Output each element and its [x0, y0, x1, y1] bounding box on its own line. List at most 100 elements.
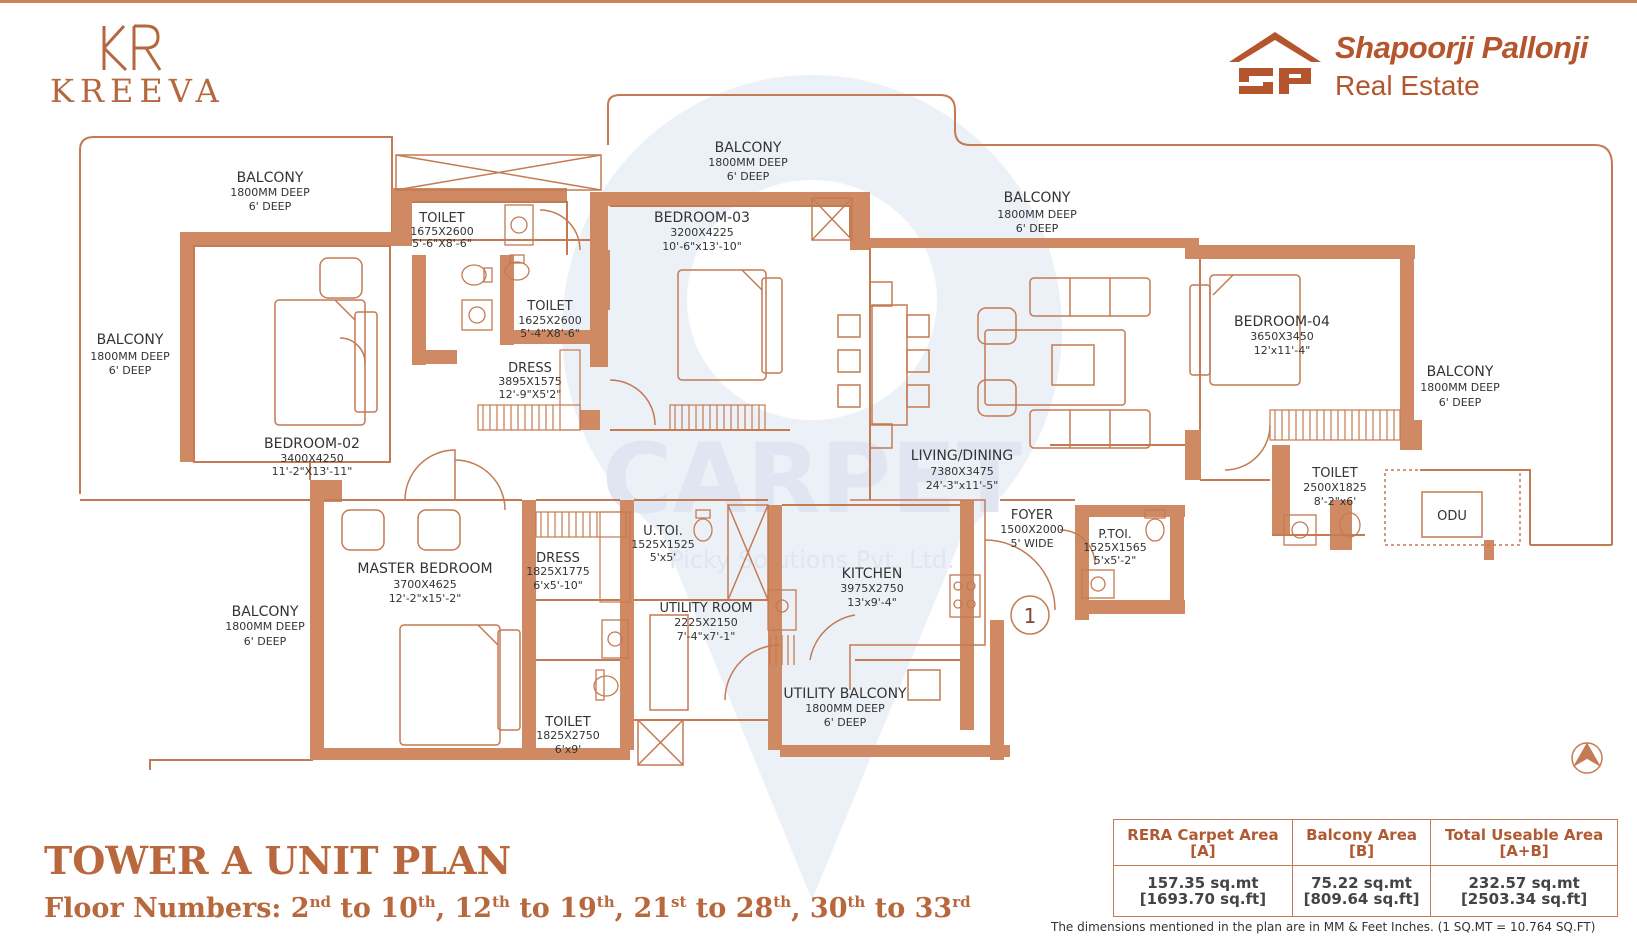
svg-text:1: 1: [1024, 604, 1037, 628]
svg-text:TOILET: TOILET: [418, 211, 464, 226]
svg-text:TOILET: TOILET: [1311, 466, 1357, 481]
walls: [180, 188, 1494, 760]
svg-text:KITCHEN: KITCHEN: [842, 566, 903, 582]
svg-text:2225X2150: 2225X2150: [674, 616, 738, 629]
svg-text:BALCONY: BALCONY: [232, 604, 299, 620]
svg-text:24'-3"x11'-5": 24'-3"x11'-5": [926, 479, 999, 492]
partitions: [193, 201, 1531, 721]
area-header-carpet: RERA Carpet Area[A]: [1113, 819, 1293, 866]
svg-text:6' DEEP: 6' DEEP: [109, 364, 152, 377]
watermark-subtext: Picky Solutions Pvt. Ltd.: [669, 546, 955, 574]
svg-text:6' DEEP: 6' DEEP: [244, 635, 287, 648]
sp-emblem-icon: [1229, 32, 1321, 94]
kreeva-wordmark: KREEVA: [50, 72, 225, 110]
svg-text:10'-6"x13'-10": 10'-6"x13'-10": [662, 240, 742, 253]
sink-icon: [767, 589, 797, 665]
svg-text:2500X1825: 2500X1825: [1303, 481, 1367, 494]
floor-suffix: th: [847, 893, 866, 911]
plan-title: TOWER A UNIT PLAN: [44, 838, 512, 883]
svg-text:3700X4625: 3700X4625: [393, 578, 457, 591]
floor-suffix: th: [492, 893, 510, 911]
svg-text:DRESS: DRESS: [508, 361, 552, 376]
shapoorji-logo: Shapoorji Pallonji Real Estate: [1225, 26, 1615, 106]
svg-text:1800MM DEEP: 1800MM DEEP: [230, 186, 310, 199]
floor-number: 2: [290, 893, 310, 924]
floor-number: 28: [735, 893, 774, 924]
north-arrow-icon: [1571, 742, 1603, 774]
svg-text:1800MM DEEP: 1800MM DEEP: [708, 156, 788, 169]
bed-icon: [274, 269, 1301, 746]
svg-text:6'x9': 6'x9': [555, 743, 582, 756]
svg-text:FOYER: FOYER: [1011, 508, 1053, 523]
floor-sep: to: [331, 893, 381, 924]
svg-text:BEDROOM-03: BEDROOM-03: [654, 210, 750, 226]
area-header-total: Total Useable Area[A+B]: [1430, 819, 1618, 866]
svg-text:P.TOI.: P.TOI.: [1098, 527, 1131, 541]
floor-sep: to: [686, 893, 736, 924]
svg-text:12'-9"X5'2": 12'-9"X5'2": [499, 388, 562, 401]
svg-text:1825X2750: 1825X2750: [536, 729, 600, 742]
staircase-icon: [477, 349, 1401, 603]
svg-text:BALCONY: BALCONY: [715, 140, 782, 156]
floor-suffix: th: [417, 893, 436, 911]
svg-text:BALCONY: BALCONY: [1427, 364, 1494, 380]
chair-icon: [319, 257, 1017, 551]
svg-text:BALCONY: BALCONY: [237, 170, 304, 186]
brand-subtitle: Real Estate: [1335, 70, 1480, 101]
svg-text:1675X2600: 1675X2600: [410, 225, 474, 238]
svg-text:7'-4"x7'-1": 7'-4"x7'-1": [677, 630, 736, 643]
balcony-outlines: [79, 94, 1613, 770]
sofa-icon: [837, 277, 1151, 449]
floor-sep: to: [865, 893, 915, 924]
svg-text:3895X1575: 3895X1575: [498, 375, 562, 388]
svg-text:1800MM DEEP: 1800MM DEEP: [805, 702, 885, 715]
svg-text:BEDROOM-02: BEDROOM-02: [264, 436, 360, 452]
area-header-balcony: Balcony Area[B]: [1291, 819, 1432, 866]
wc-icon: [461, 254, 1361, 701]
brand-name: Shapoorji Pallonji: [1335, 30, 1588, 65]
washbasin-icon: [461, 204, 1317, 659]
floor-sep: ,: [614, 893, 634, 924]
svg-text:3975X2750: 3975X2750: [840, 582, 904, 595]
floor-sep: to: [509, 893, 560, 924]
svg-text:6' DEEP: 6' DEEP: [249, 200, 292, 213]
kreeva-logo: KREEVA: [46, 20, 219, 110]
svg-text:5'-6"X8'-6": 5'-6"X8'-6": [412, 237, 472, 250]
kr-monogram-icon: [102, 24, 162, 72]
area-table: RERA Carpet Area[A] Balcony Area[B] Tota…: [1113, 819, 1618, 917]
svg-text:DRESS: DRESS: [536, 551, 580, 566]
svg-text:6' DEEP: 6' DEEP: [1439, 396, 1482, 409]
svg-text:1800MM DEEP: 1800MM DEEP: [225, 620, 305, 633]
svg-text:5' WIDE: 5' WIDE: [1010, 537, 1053, 550]
svg-text:8'-2"x6': 8'-2"x6': [1314, 495, 1357, 508]
svg-text:1525X1525: 1525X1525: [631, 538, 695, 551]
svg-text:ODU: ODU: [1437, 509, 1467, 524]
svg-text:5'x5': 5'x5': [650, 551, 677, 564]
svg-text:13'x9'-4": 13'x9'-4": [847, 596, 897, 609]
svg-text:3200X4225: 3200X4225: [670, 226, 734, 239]
svg-text:1625X2600: 1625X2600: [518, 314, 582, 327]
svg-text:MASTER BEDROOM: MASTER BEDROOM: [357, 561, 492, 577]
svg-text:6' DEEP: 6' DEEP: [824, 716, 867, 729]
svg-text:3650X3450: 3650X3450: [1250, 330, 1314, 343]
area-value-carpet: 157.35 sq.mt[1693.70 sq.ft]: [1113, 865, 1293, 917]
entry-marker: 1: [1010, 595, 1050, 635]
svg-text:LIVING/DINING: LIVING/DINING: [911, 448, 1014, 464]
